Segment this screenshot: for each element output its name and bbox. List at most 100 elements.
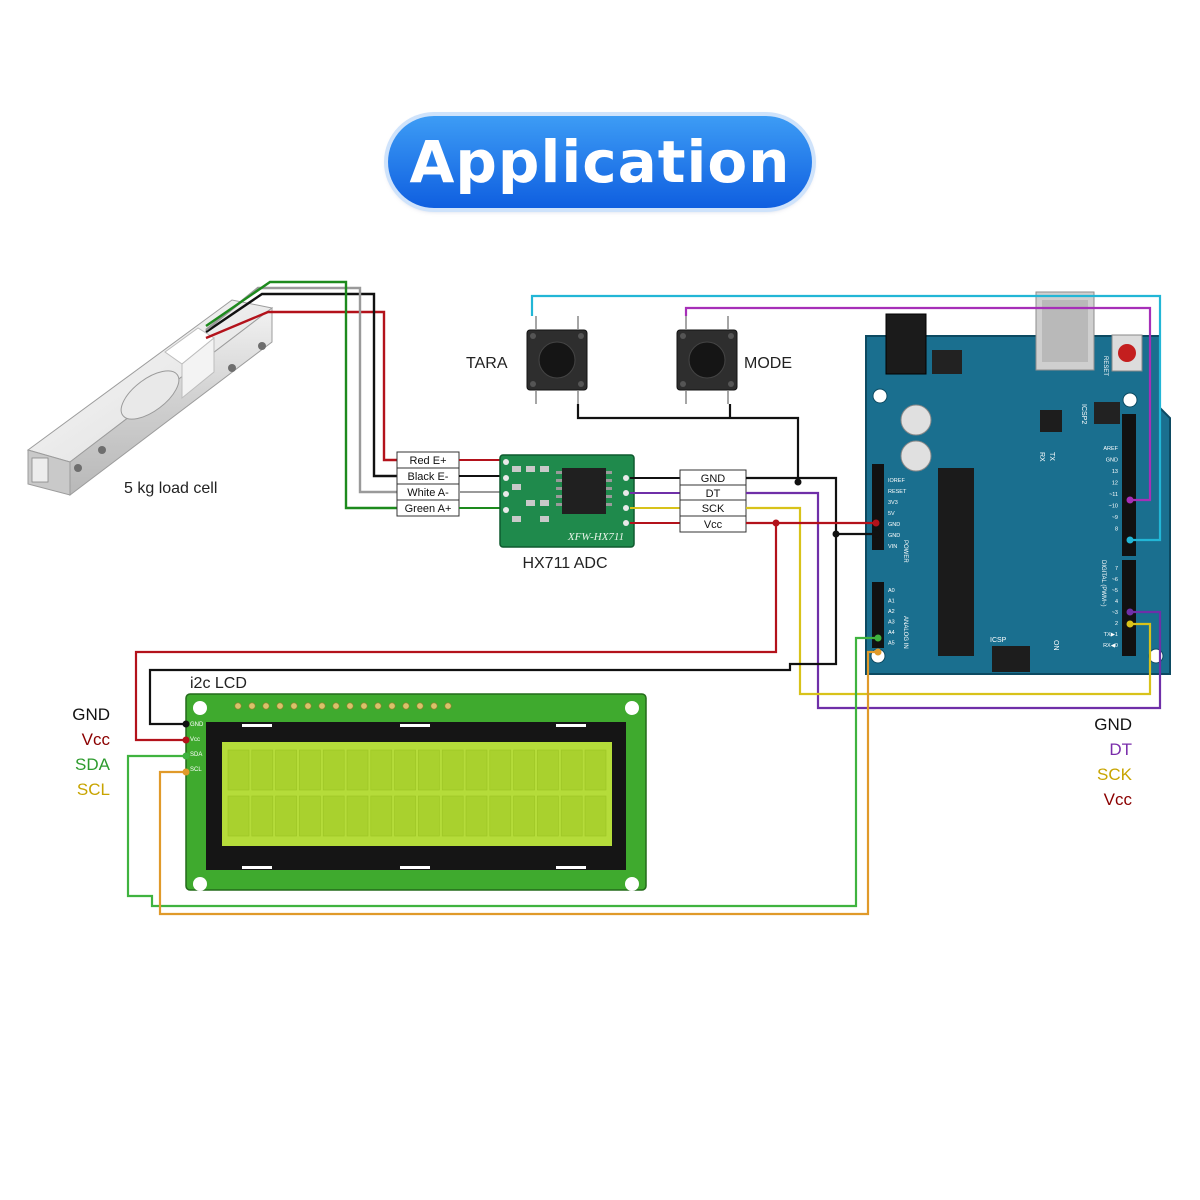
lcd-header-pin: [430, 702, 438, 710]
lcd-legend-gnd: GND: [72, 705, 110, 724]
lcd-header-pin: [248, 702, 256, 710]
arduino-rx-label: RX: [1038, 452, 1045, 462]
load-cell-label: 5 kg load cell: [124, 480, 218, 497]
arduino-power-header: POWER: [902, 540, 908, 563]
digital-pin-label-bottom-0: 7: [1115, 566, 1118, 572]
lcd-header-pin: [416, 702, 424, 710]
hx711-output-labels: GND DT SCK Vcc: [630, 469, 747, 533]
hx711-out-sck: SCK: [702, 503, 725, 515]
lcd-cell: [513, 795, 535, 837]
title-banner: Application: [388, 116, 812, 208]
mode-button: [676, 316, 738, 404]
digital-pin-label-bottom-5: 2: [1115, 621, 1118, 627]
arduino-tx-label: TX: [1048, 452, 1055, 461]
lcd-cell: [322, 795, 345, 837]
lcd-cell: [227, 795, 250, 837]
lcd-cell: [537, 795, 559, 837]
analog-pin-label-2: A2: [888, 609, 895, 615]
lcd-cell: [489, 795, 512, 837]
lcd-cell: [370, 749, 393, 791]
lcd-pin-gnd: GND: [190, 722, 204, 728]
hx711-pin-a-minus: White A-: [407, 487, 449, 499]
lcd-pin-vcc: Vcc: [190, 737, 200, 743]
lcd-cell: [441, 795, 464, 837]
digital-pin-label-bottom-7: RX◀0: [1103, 643, 1118, 649]
lcd-cell: [418, 795, 440, 837]
lcd-cell: [346, 795, 369, 837]
lcd-wire-legend: GND Vcc SDA SCL: [58, 702, 110, 802]
wire-lcd-vcc: [134, 523, 778, 742]
arduino-legend-vcc: Vcc: [1103, 790, 1132, 809]
lcd-legend-vcc: Vcc: [81, 730, 110, 749]
lcd-cell: [346, 749, 369, 791]
wire-red: [205, 310, 397, 462]
arduino-analog-header: ANALOG IN: [902, 616, 908, 649]
lcd-header-pin: [332, 702, 340, 710]
hx711-input-labels: Red E+ Black E- White A- Green A+: [396, 451, 500, 517]
lcd-cell: [251, 795, 274, 837]
lcd-cell: [275, 749, 297, 791]
hx711-out-vcc: Vcc: [704, 519, 723, 531]
wire-mode-magenta: [684, 306, 1152, 502]
power-pin-label-3: 5V: [888, 511, 895, 517]
lcd-cell: [537, 749, 559, 791]
hx711-chip-text: XFW-HX711: [567, 531, 624, 543]
lcd-header-pins: [234, 702, 452, 710]
lcd-character-grid: [227, 749, 607, 837]
lcd-cell: [465, 795, 488, 837]
analog-pin-label-3: A3: [888, 620, 895, 626]
lcd-cell: [584, 749, 607, 791]
arduino-legend-dt: DT: [1109, 740, 1132, 759]
wire-lcd-gnd: [148, 534, 838, 726]
digital-pin-label-bottom-1: ~6: [1112, 577, 1118, 583]
lcd-header-pin: [444, 702, 452, 710]
lcd-legend-sda: SDA: [75, 755, 110, 774]
lcd-cell: [299, 749, 321, 791]
lcd-header-pin: [276, 702, 284, 710]
power-pin-label-1: RESET: [888, 489, 907, 495]
lcd-cell: [370, 795, 393, 837]
digital-pin-label-top-5: ~10: [1109, 504, 1118, 510]
lcd-module: GND Vcc SDA SCL: [185, 693, 647, 891]
hx711-pin-e-minus: Black E-: [408, 471, 449, 483]
lcd-header-pin: [234, 702, 242, 710]
lcd-cell: [465, 749, 488, 791]
wire-lcd-sda: [126, 636, 878, 908]
wire-lcd-scl: [158, 650, 878, 916]
lcd-cell: [322, 749, 345, 791]
analog-pin-label-5: A5: [888, 641, 895, 647]
arduino-legend-gnd: GND: [1094, 715, 1132, 734]
lcd-header-pin: [346, 702, 354, 710]
lcd-legend-scl: SCL: [76, 780, 110, 799]
digital-pin-label-top-4: ~11: [1109, 492, 1118, 498]
lcd-header-pin: [402, 702, 410, 710]
hx711-board: XFW-HX711: [499, 454, 635, 548]
lcd-pin-sda: SDA: [190, 752, 202, 758]
lcd-cell: [584, 795, 607, 837]
lcd-header-pin: [262, 702, 270, 710]
power-pin-label-0: IOREF: [888, 478, 905, 484]
load-cell: [26, 299, 274, 497]
digital-pin-label-bottom-4: ~3: [1112, 610, 1118, 616]
wire-hx-sck: [746, 506, 1152, 696]
digital-pin-label-top-2: 13: [1112, 469, 1118, 475]
digital-pin-label-top-7: 8: [1115, 527, 1118, 533]
hx711-out-dt: DT: [706, 488, 721, 500]
hx711-pin-e-plus: Red E+: [410, 455, 447, 467]
lcd-cell: [251, 749, 274, 791]
lcd-cell: [418, 749, 440, 791]
wire-tara-cyan: [530, 294, 1162, 542]
analog-pin-label-0: A0: [888, 588, 895, 594]
digital-pin-label-bottom-2: ~5: [1112, 588, 1118, 594]
lcd-cell: [513, 749, 535, 791]
power-pin-label-5: GND: [888, 533, 900, 539]
power-pin-label-4: GND: [888, 522, 900, 528]
lcd-header-pin: [360, 702, 368, 710]
lcd-cell: [275, 795, 297, 837]
digital-pin-label-top-3: 12: [1112, 481, 1118, 487]
lcd-cell: [489, 749, 512, 791]
lcd-cell: [560, 749, 583, 791]
arduino-reset-label: RESET: [1102, 356, 1108, 376]
